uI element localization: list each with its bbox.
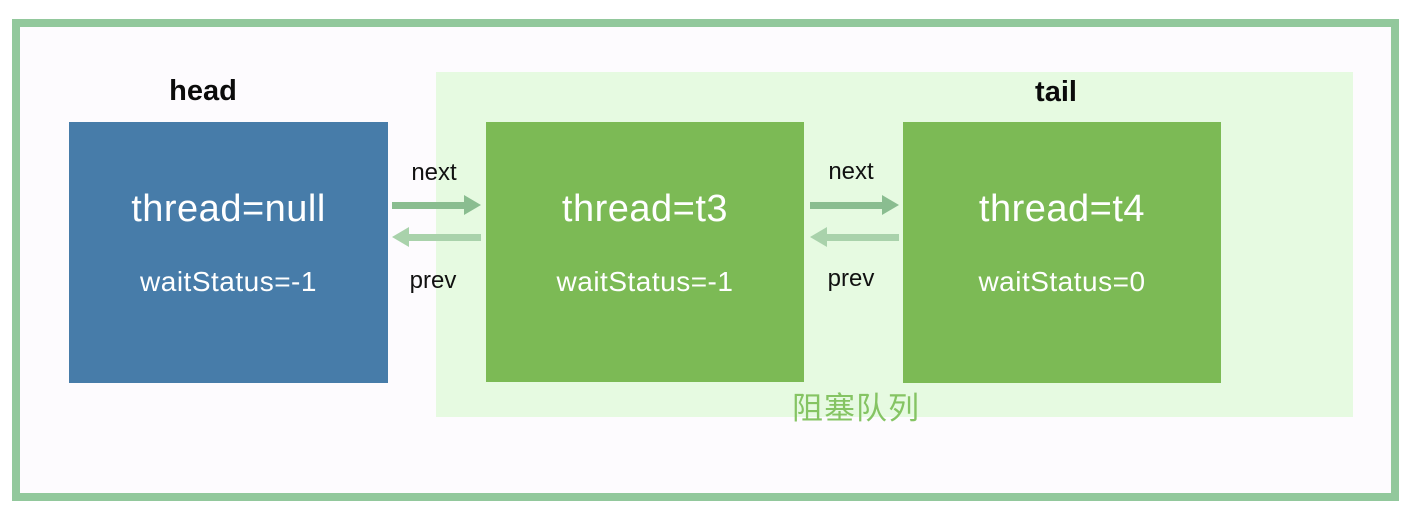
wait-status-value: waitStatus=0 — [978, 266, 1146, 297]
thread-value: thread=null — [131, 188, 326, 230]
next-label: next — [411, 159, 457, 186]
thread-value: thread=t4 — [978, 188, 1146, 230]
prev-arrow-icon — [392, 227, 481, 247]
next-arrow-icon — [810, 195, 899, 215]
next-arrow-icon — [392, 195, 481, 215]
prev-label: prev — [827, 265, 875, 292]
node-head: thread=null waitStatus=-1 — [69, 122, 388, 383]
node-t3: thread=t3 waitStatus=-1 — [486, 122, 804, 382]
node-t4: thread=t4 waitStatus=0 — [903, 122, 1221, 383]
prev-label: prev — [409, 267, 457, 294]
head-label: head — [169, 75, 237, 107]
wait-status-value: waitStatus=-1 — [140, 266, 317, 297]
blocking-queue-label: 阻塞队列 — [792, 391, 920, 426]
wait-status-value: waitStatus=-1 — [556, 266, 734, 297]
next-label: next — [828, 158, 874, 185]
tail-label: tail — [1035, 76, 1077, 108]
thread-value: thread=t3 — [561, 188, 729, 230]
prev-arrow-icon — [810, 227, 899, 247]
